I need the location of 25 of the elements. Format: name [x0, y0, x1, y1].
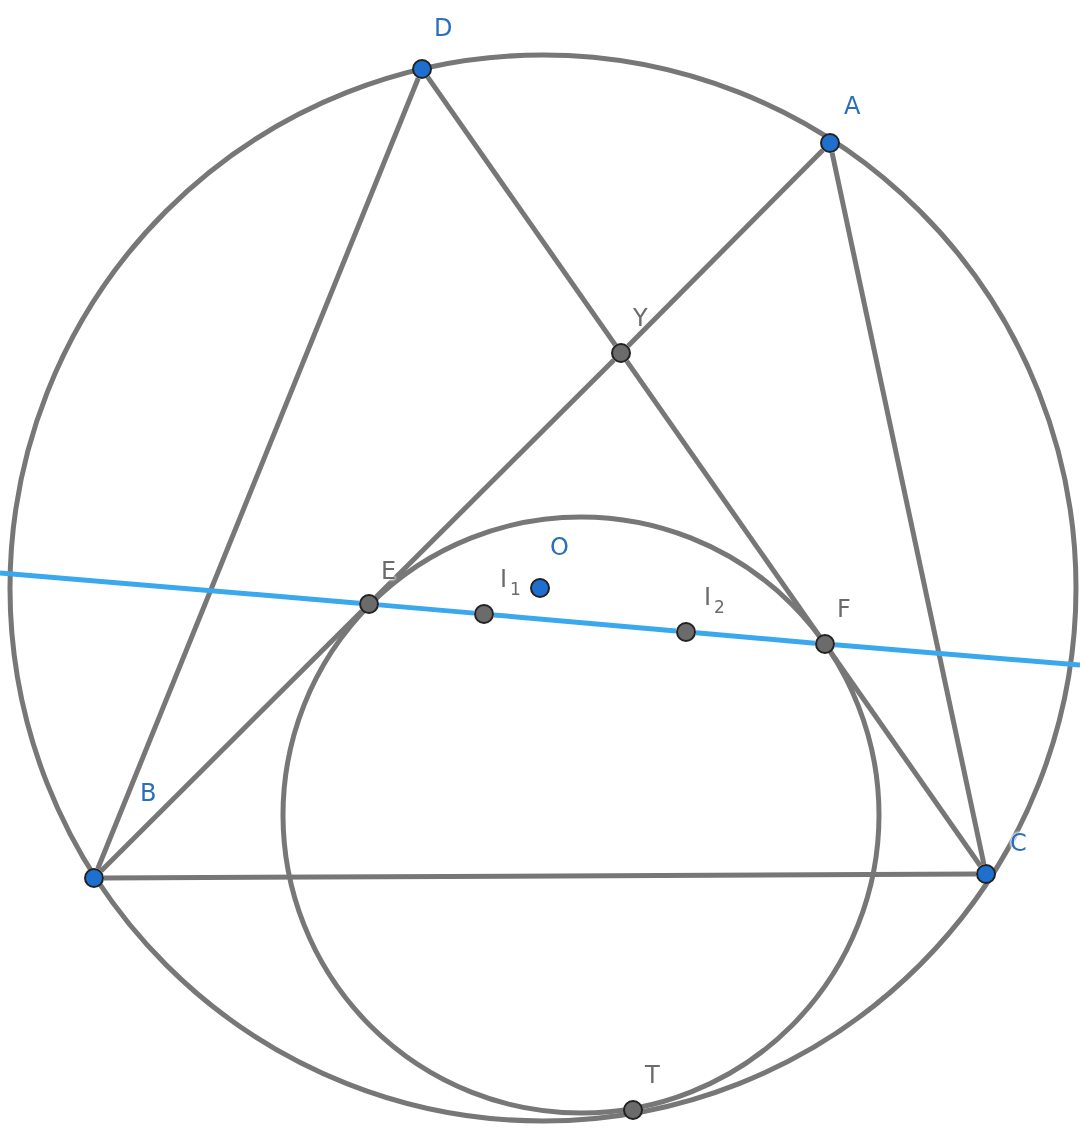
point-label: I$_{2}$	[704, 582, 725, 619]
line-segment	[695, 630, 816, 646]
line-segment	[493, 612, 677, 634]
point-label: B	[140, 778, 157, 808]
line-segment	[828, 650, 983, 868]
line-segment	[626, 148, 825, 348]
point-label: O	[550, 532, 569, 562]
line-segment	[0, 570, 360, 606]
line-segment	[99, 609, 364, 873]
point-label: Y	[633, 303, 648, 333]
line-segment	[425, 75, 618, 347]
point-label: F	[837, 594, 851, 624]
point-label: E	[381, 556, 397, 586]
line-segment	[104, 871, 976, 881]
line-segment	[374, 358, 616, 599]
point-label: D	[434, 13, 453, 43]
point-label: A	[844, 91, 861, 121]
line-segment	[829, 152, 987, 865]
point-label: C	[1010, 828, 1027, 858]
line-segment	[624, 359, 822, 638]
line-segment	[834, 642, 1080, 668]
line-segment	[378, 602, 475, 616]
point-label: T	[645, 1060, 660, 1090]
line-segment	[95, 77, 421, 870]
point-label: I$_{1}$	[500, 564, 521, 601]
